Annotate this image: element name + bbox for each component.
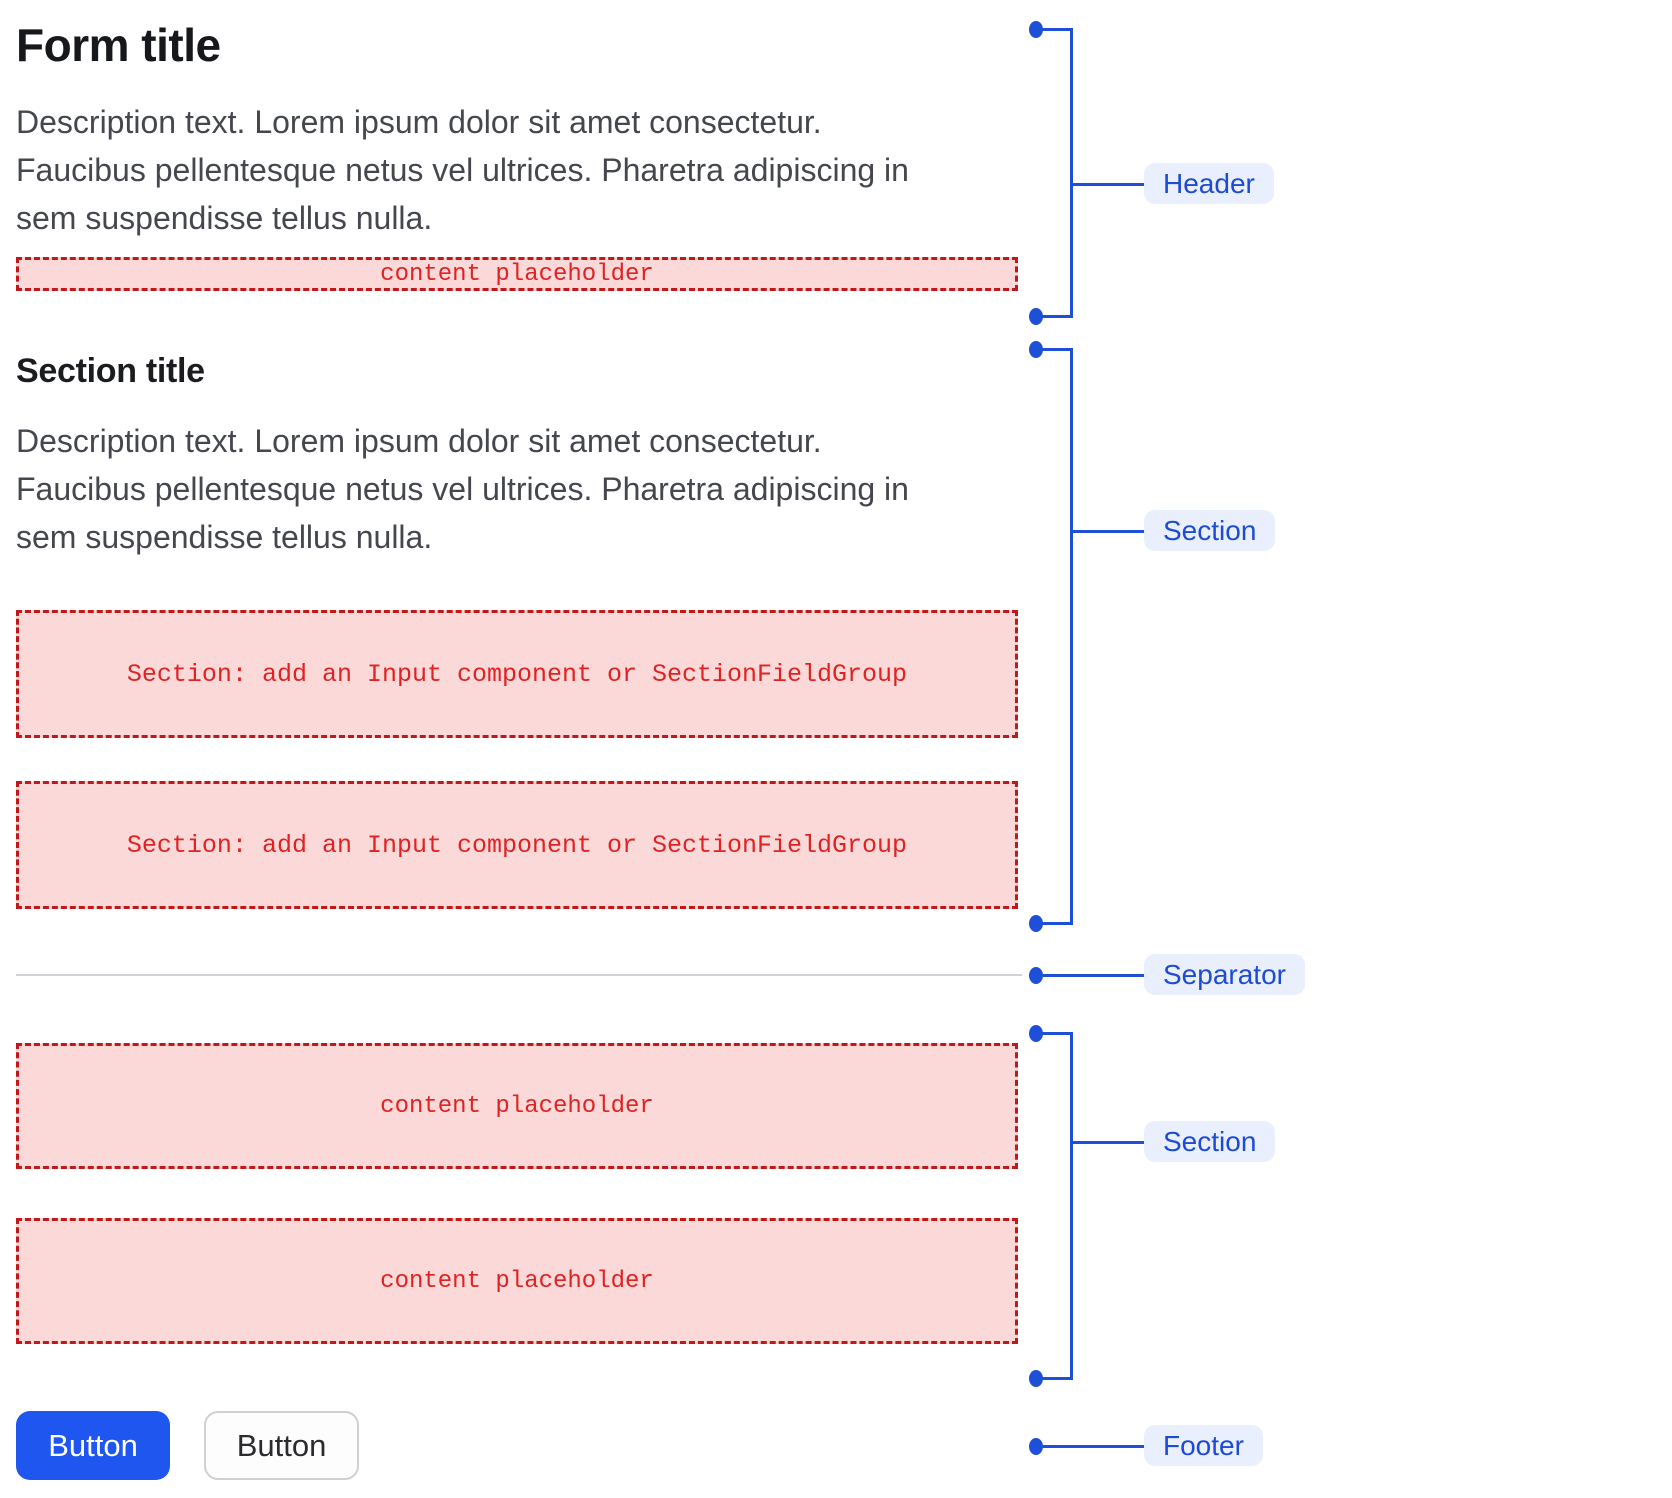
bracket-line bbox=[1070, 28, 1073, 318]
section-description-line: Faucibus pellentesque netus vel ultrices… bbox=[16, 471, 909, 507]
form-description-line: Description text. Lorem ipsum dolor sit … bbox=[16, 104, 822, 140]
bracket-line bbox=[1036, 1032, 1072, 1035]
bracket-line bbox=[1070, 348, 1073, 925]
connector-line bbox=[1043, 974, 1144, 977]
anchor-dot bbox=[1029, 915, 1043, 932]
form-description: Description text. Lorem ipsum dolor sit … bbox=[16, 98, 976, 242]
header-content-placeholder: content placeholder bbox=[16, 257, 1018, 291]
section-input-placeholder: Section: add an Input component or Secti… bbox=[16, 610, 1018, 738]
section2-content-placeholder: content placeholder bbox=[16, 1218, 1018, 1344]
section-input-placeholder: Section: add an Input component or Secti… bbox=[16, 781, 1018, 909]
anchor-dot bbox=[1029, 308, 1043, 325]
section-description-line: Description text. Lorem ipsum dolor sit … bbox=[16, 423, 822, 459]
form-description-line: sem suspendisse tellus nulla. bbox=[16, 200, 433, 236]
separator-label: Separator bbox=[1144, 954, 1305, 995]
bracket-line bbox=[1036, 922, 1072, 925]
anchor-dot bbox=[1029, 1370, 1043, 1387]
connector-line bbox=[1072, 183, 1144, 186]
anchor-dot bbox=[1029, 967, 1043, 984]
header-label: Header bbox=[1144, 163, 1274, 204]
footer-label: Footer bbox=[1144, 1425, 1263, 1466]
bracket-line bbox=[1036, 28, 1072, 31]
bracket-line bbox=[1070, 1032, 1073, 1380]
bracket-line bbox=[1036, 348, 1072, 351]
connector-line bbox=[1072, 1141, 1144, 1144]
bracket-line bbox=[1036, 315, 1072, 318]
separator-line bbox=[16, 974, 1022, 976]
section-title: Section title bbox=[16, 352, 205, 390]
section-description: Description text. Lorem ipsum dolor sit … bbox=[16, 417, 976, 561]
form-title: Form title bbox=[16, 19, 221, 71]
connector-line bbox=[1072, 530, 1144, 533]
bracket-line bbox=[1036, 1377, 1072, 1380]
section-description-line: sem suspendisse tellus nulla. bbox=[16, 519, 433, 555]
primary-button[interactable]: Button bbox=[16, 1411, 170, 1480]
connector-line bbox=[1043, 1445, 1144, 1448]
secondary-button[interactable]: Button bbox=[204, 1411, 359, 1480]
anchor-dot bbox=[1029, 1438, 1043, 1455]
section-label: Section bbox=[1144, 510, 1276, 551]
section-label: Section bbox=[1144, 1121, 1276, 1162]
form-description-line: Faucibus pellentesque netus vel ultrices… bbox=[16, 152, 909, 188]
section2-content-placeholder: content placeholder bbox=[16, 1043, 1018, 1169]
